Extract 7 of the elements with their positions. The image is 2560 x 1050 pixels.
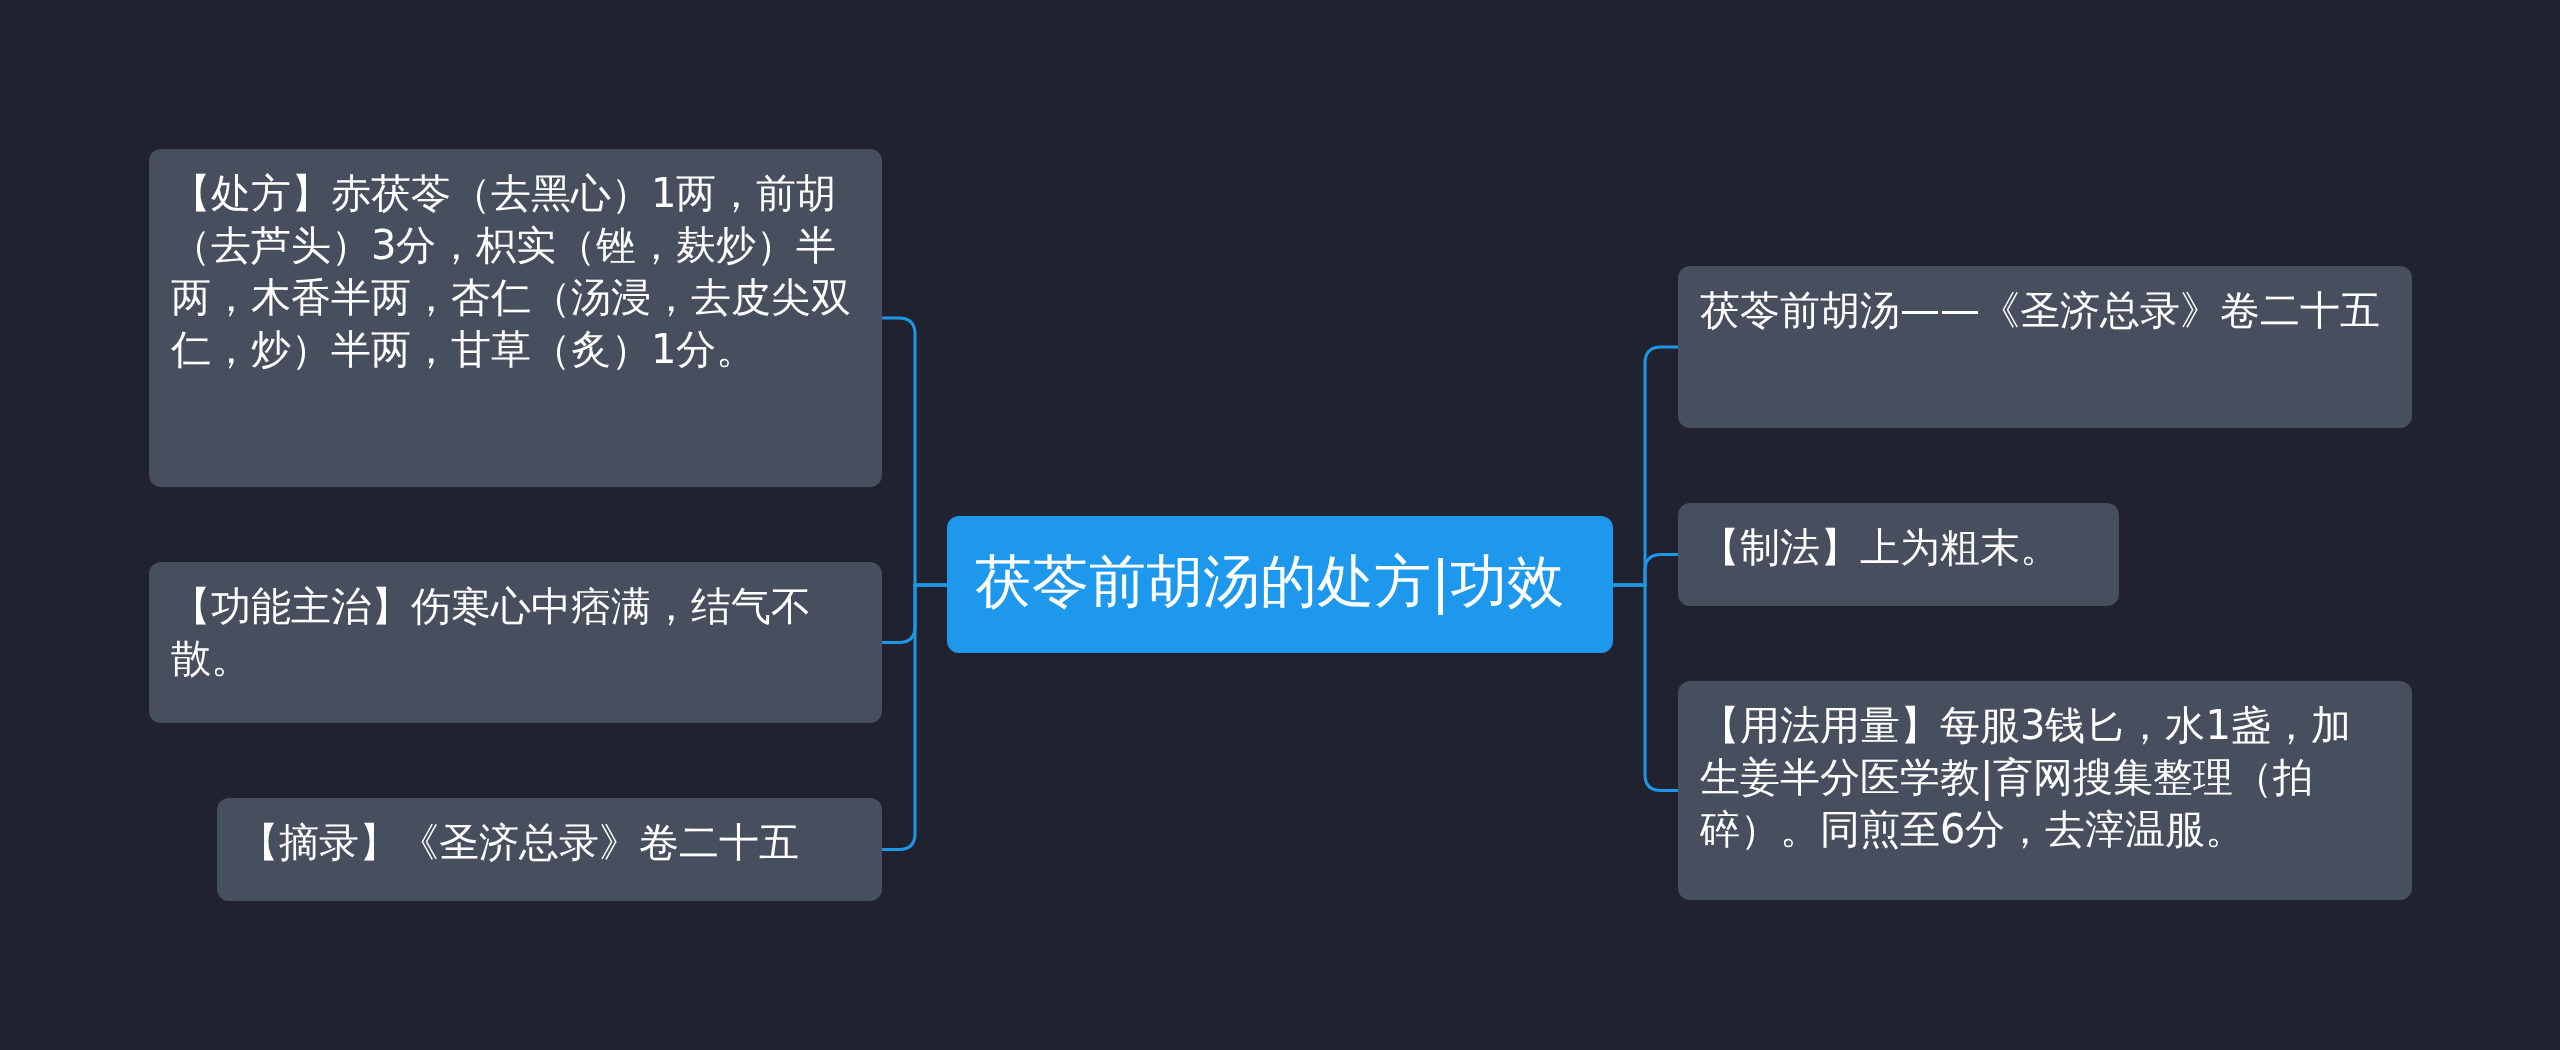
subtopic-box: 【用法用量】每服3钱匕，水1盏，加生姜半分医学教|育网搜集整理（拍碎）。同煎至6分，去滓温服。 xyxy=(1678,681,2412,900)
topic-box: 茯苓前胡汤的处方|功效 xyxy=(947,516,1613,653)
subtopic-box: 茯苓前胡汤——《圣济总录》卷二十五 xyxy=(1678,266,2412,428)
subtopic-box: 【摘录】《圣济总录》卷二十五 xyxy=(217,798,882,901)
subtopic-box: 【功能主治】伤寒心中痞满，结气不散。 xyxy=(149,562,882,723)
subtopic-box: 【处方】赤茯苓（去黑心）1两，前胡（去芦头）3分，枳实（锉，麸炒）半两，木香半两，杏仁（汤浸，去皮尖双仁，炒）半两，甘草（炙）1分。 xyxy=(149,149,882,487)
subtopic-box: 【制法】上为粗末。 xyxy=(1678,503,2119,606)
